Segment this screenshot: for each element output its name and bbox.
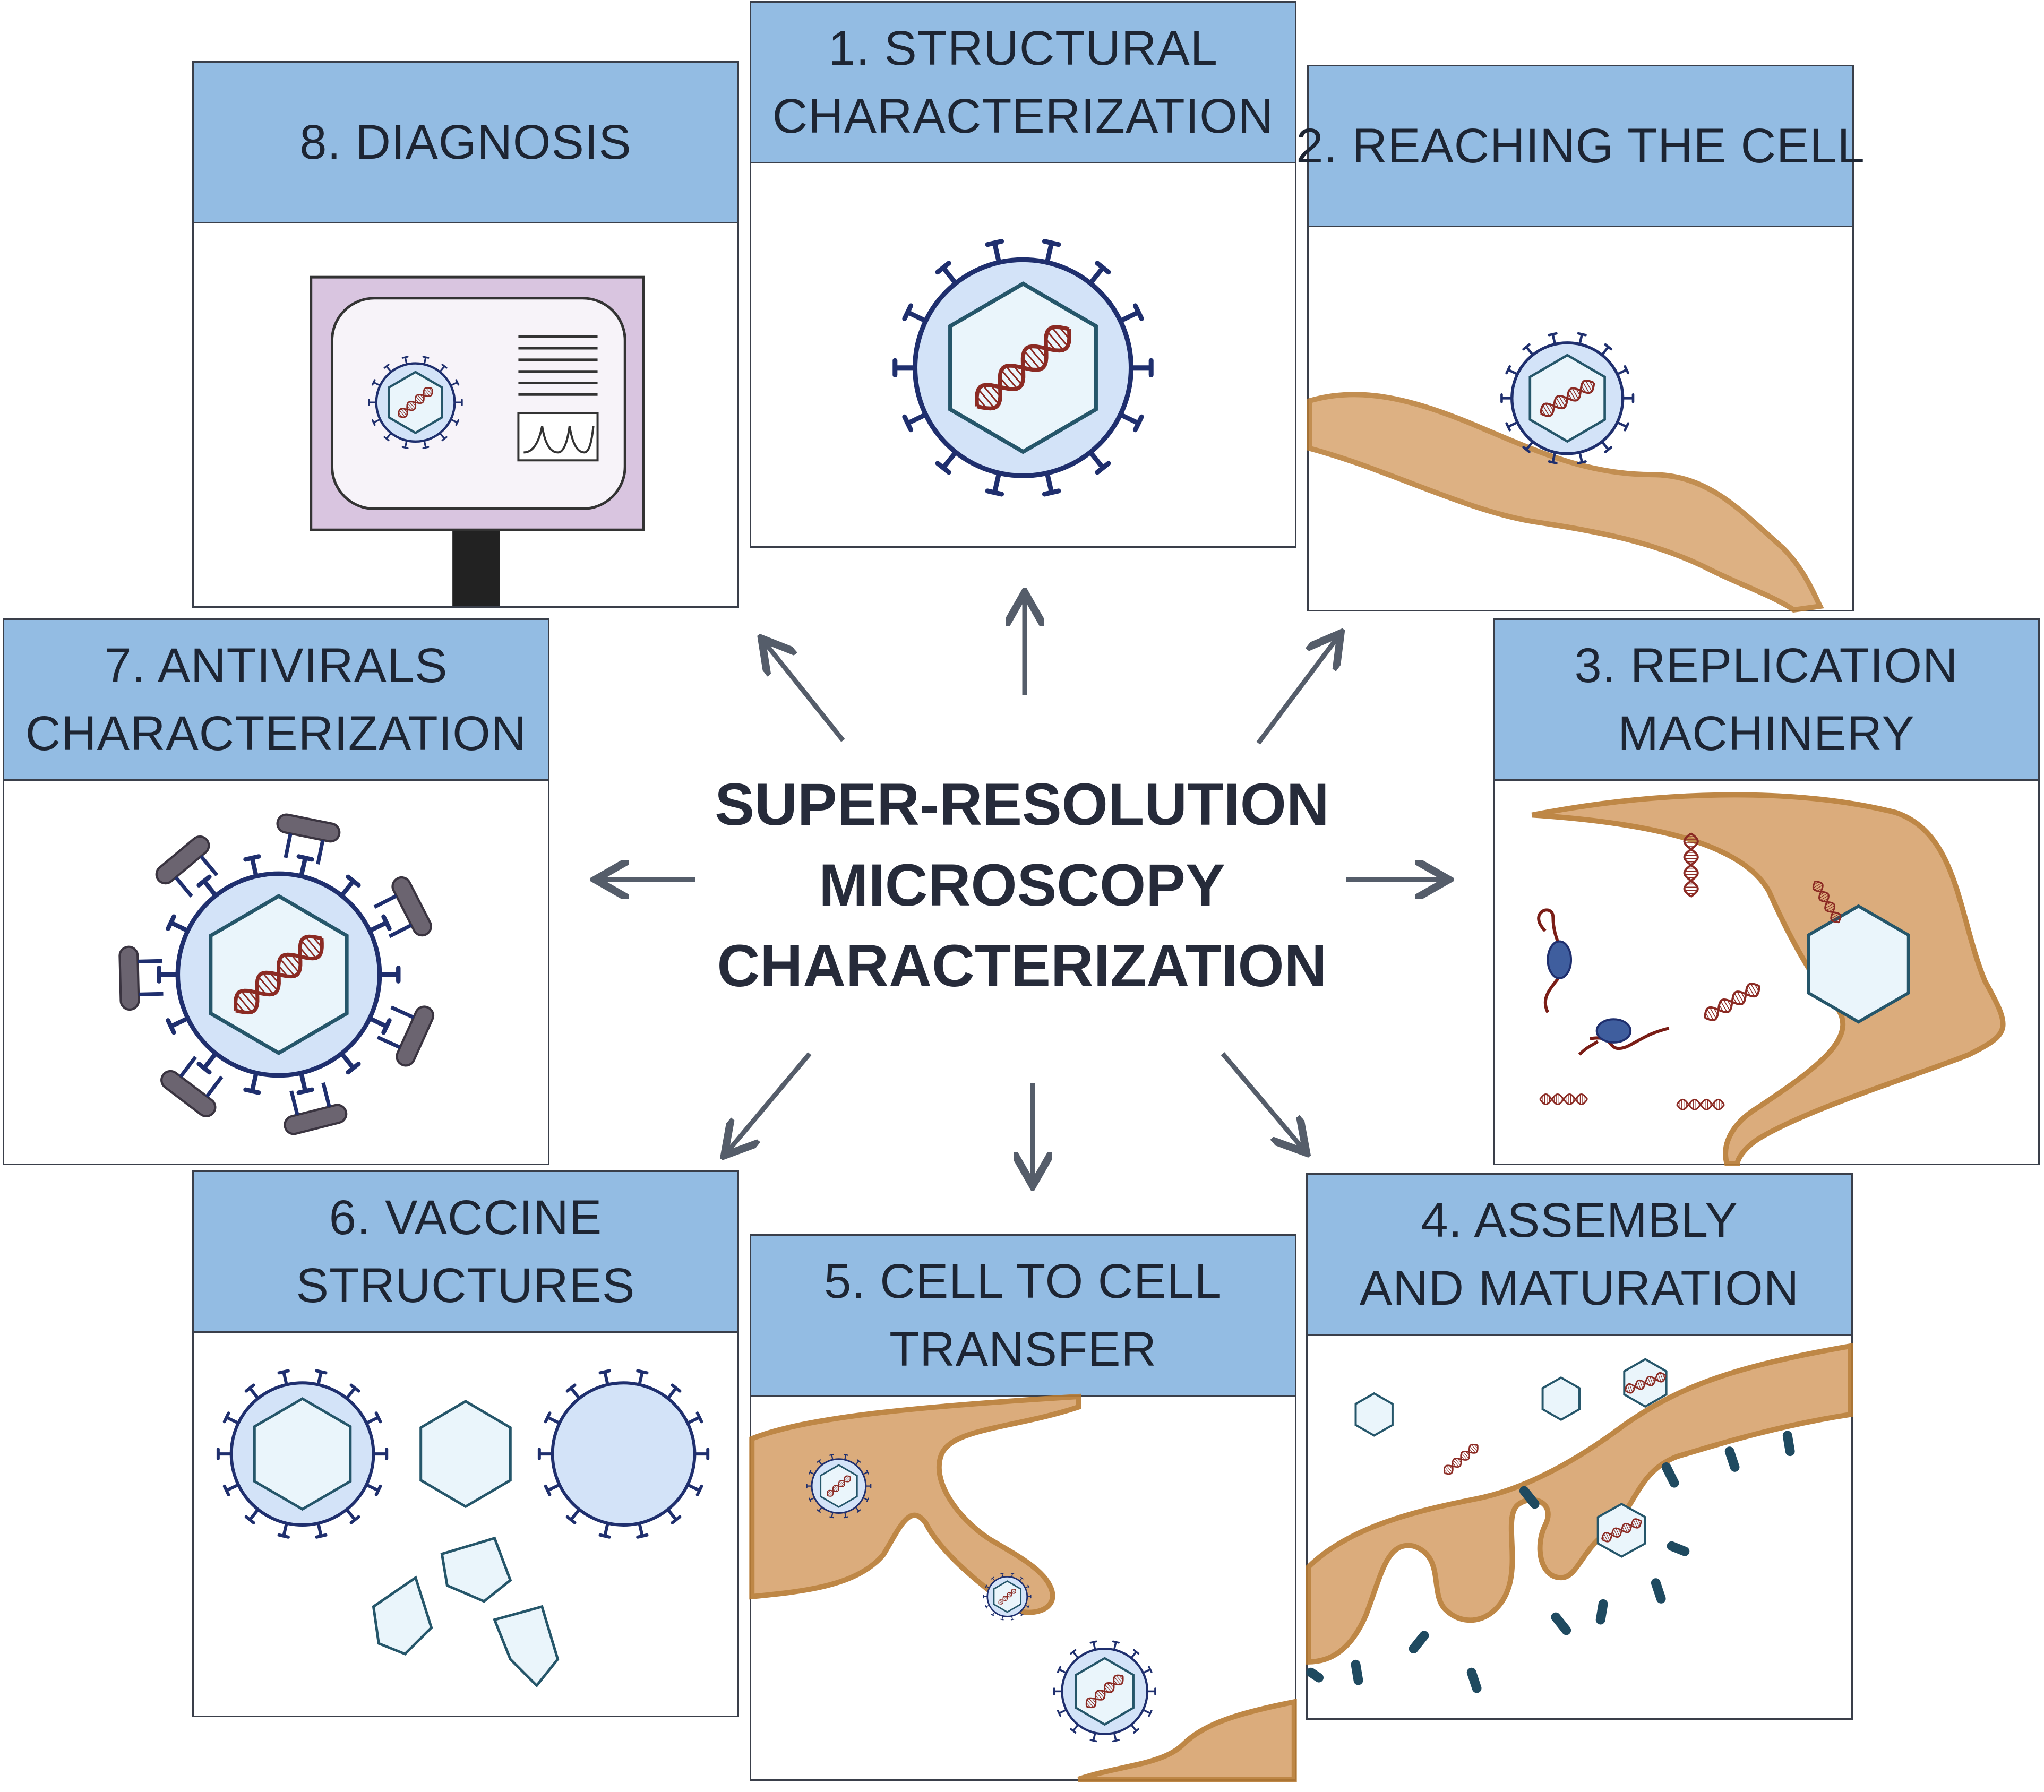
center-title-line: CHARACTERIZATION	[717, 933, 1327, 999]
panel-title-line: MACHINERY	[1618, 707, 1915, 761]
dna-icon	[975, 325, 1071, 411]
dna-icon	[1683, 832, 1699, 898]
virus-icon	[118, 813, 435, 1135]
panel-title-line: AND MATURATION	[1359, 1261, 1800, 1315]
antibody-icon	[160, 1056, 224, 1117]
panel-title-line: 5. CELL TO CELL	[824, 1254, 1222, 1308]
arrow-up-left	[765, 642, 845, 742]
cell-membrane	[749, 1393, 1081, 1615]
panel-title-line: 7. ANTIVIRALS	[104, 639, 448, 693]
panel-title-line: 2. REACHING THE CELL	[1296, 119, 1865, 173]
virus-spikes	[368, 356, 463, 450]
dna-icon	[1539, 1093, 1588, 1106]
panel-diagnosis: 8. DIAGNOSIS	[192, 61, 739, 608]
dna-icon	[1704, 983, 1761, 1021]
structural-illustration	[751, 163, 1295, 546]
antibody-icon	[284, 1082, 348, 1135]
virus-icon	[537, 1369, 710, 1539]
panel-title-line: 3. REPLICATION	[1574, 639, 1959, 693]
text-lines-icon	[518, 335, 598, 396]
panel-title-line: TRANSFER	[889, 1322, 1157, 1376]
center-title-line: MICROSCOPY	[819, 852, 1225, 918]
panel-antivirals: 7. ANTIVIRALS CHARACTERIZATION	[3, 618, 549, 1165]
virus-icon	[806, 1453, 872, 1519]
arrow-down-left	[727, 1052, 812, 1152]
panel-title-line: STRUCTURES	[296, 1259, 635, 1313]
arrow-up-right	[1256, 637, 1338, 745]
antibody-icon	[373, 876, 432, 938]
virus-icon	[1500, 332, 1635, 464]
capsid-fragment-icon	[493, 1605, 560, 1688]
capsid-fragment-icon	[372, 1575, 433, 1656]
dna-icon	[1540, 379, 1595, 417]
panel-replication: 3. REPLICATION MACHINERY	[1493, 618, 2040, 1166]
panel-header-diagnosis: 8. DIAGNOSIS	[194, 63, 737, 223]
virus-icon	[983, 1573, 1032, 1621]
center-title-line: SUPER-RESOLUTION	[715, 771, 1329, 838]
virus-icon	[216, 1369, 389, 1539]
dna-icon	[1812, 880, 1842, 924]
arrow-down-right	[1221, 1052, 1303, 1149]
cell-membrane	[1077, 1699, 1297, 1782]
reaching-illustration	[1307, 227, 1852, 613]
antibody-icon	[118, 945, 164, 1011]
antibody-icon	[276, 813, 341, 865]
dna-icon	[398, 387, 433, 418]
capsid-icon	[419, 1400, 512, 1509]
vaccine-illustration	[194, 1333, 737, 1716]
panel-header-transfer: 5. CELL TO CELL TRANSFER	[751, 1236, 1295, 1397]
dna-icon	[1624, 1372, 1667, 1394]
panel-header-structural: 1. STRUCTURAL CHARACTERIZATION	[751, 3, 1295, 163]
antivirals-illustration	[4, 781, 548, 1164]
dna-icon	[1085, 1674, 1124, 1709]
antibody-icon	[376, 1005, 435, 1067]
capsid-icon	[1541, 1376, 1581, 1421]
antibody-icon	[155, 835, 219, 898]
panel-header-assembly: 4. ASSEMBLY AND MATURATION	[1308, 1175, 1851, 1336]
diagnosis-illustration	[194, 223, 737, 606]
panel-assembly: 4. ASSEMBLY AND MATURATION	[1306, 1173, 1853, 1720]
panel-title-line: 8. DIAGNOSIS	[299, 115, 632, 169]
dna-icon	[1601, 1518, 1642, 1543]
capsid-icon	[1354, 1392, 1394, 1437]
dna-icon	[234, 934, 324, 1015]
monitor-stand	[452, 529, 500, 606]
center-title: SUPER-RESOLUTION MICROSCOPY CHARACTERIZA…	[695, 764, 1349, 1006]
virus-icon	[892, 239, 1154, 497]
antibody-icons	[118, 813, 435, 1135]
transfer-illustration	[749, 1393, 1297, 1782]
cell-membrane	[1531, 792, 2006, 1166]
virus-icon	[368, 356, 463, 450]
panel-header-vaccine: 6. VACCINE STRUCTURES	[194, 1172, 737, 1333]
panel-title-line: 4. ASSEMBLY	[1421, 1193, 1738, 1247]
panel-header-antivirals: 7. ANTIVIRALS CHARACTERIZATION	[4, 620, 548, 781]
receptor-icons	[1306, 1431, 1795, 1693]
cell-membrane	[1306, 1342, 1853, 1665]
capsid-icon	[1807, 904, 1910, 1024]
dna-icon	[827, 1475, 851, 1497]
capsid-fragment-icon	[440, 1536, 512, 1603]
dna-icon	[1443, 1443, 1479, 1475]
dna-icon	[1676, 1098, 1725, 1110]
polymerase-icon	[1537, 908, 1670, 1056]
panel-vaccine: 6. VACCINE STRUCTURES	[192, 1170, 739, 1717]
assembly-illustration	[1306, 1336, 1853, 1718]
dna-icon	[998, 1589, 1016, 1605]
panel-title-line: CHARACTERIZATION	[25, 707, 527, 761]
panel-header-reaching: 2. REACHING THE CELL	[1296, 66, 1865, 227]
panel-title-line: CHARACTERIZATION	[772, 89, 1274, 143]
panel-transfer: 5. CELL TO CELL TRANSFER	[749, 1234, 1297, 1782]
virus-icon	[1053, 1640, 1156, 1743]
cell-membrane	[1307, 392, 1824, 613]
panel-reaching: 2. REACHING THE CELL	[1296, 65, 1865, 613]
panel-header-replication: 3. REPLICATION MACHINERY	[1495, 620, 2038, 781]
panel-title-line: 6. VACCINE	[329, 1191, 603, 1245]
replication-illustration	[1495, 781, 2038, 1166]
panel-structural: 1. STRUCTURAL CHARACTERIZATION	[750, 1, 1296, 548]
panel-title-line: 1. STRUCTURAL	[828, 21, 1218, 75]
